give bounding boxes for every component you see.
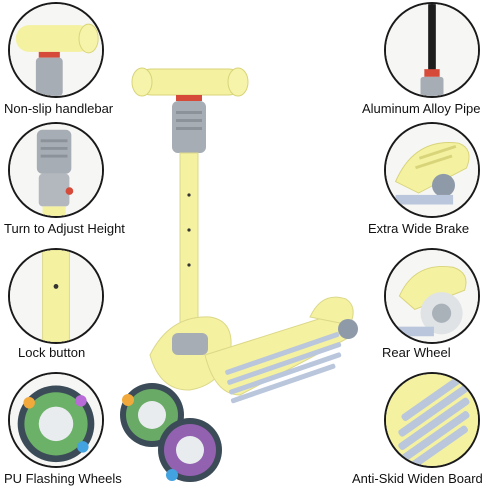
scooter-illustration <box>120 67 358 482</box>
feature-handlebar-circle <box>8 2 104 98</box>
height-adjust-detail-image <box>10 124 102 216</box>
feature-handlebar-label: Non-slip handlebar <box>4 101 114 116</box>
feature-deck-label: Anti-Skid Widen Board <box>352 471 483 486</box>
flashing-wheels-detail-image <box>10 374 102 466</box>
anti-skid-deck-detail-image <box>386 374 478 466</box>
feature-brake-circle <box>384 122 480 218</box>
feature-wheels-circle <box>8 372 104 468</box>
feature-pipe-circle <box>384 2 480 98</box>
handlebar-detail-image <box>10 4 102 96</box>
rear-wheel-detail-image <box>386 250 478 342</box>
feature-wheels-label: PU Flashing Wheels <box>4 471 122 486</box>
feature-brake-label: Extra Wide Brake <box>368 221 470 236</box>
feature-rear-wheel-circle <box>384 248 480 344</box>
feature-rear-wheel-label: Rear Wheel <box>382 345 451 360</box>
feature-height-label: Turn to Adjust Height <box>4 221 125 236</box>
lock-button-detail-image <box>10 250 102 342</box>
feature-lock-label: Lock button <box>18 345 86 360</box>
feature-deck-circle <box>384 372 480 468</box>
aluminum-pipe-detail-image <box>386 4 478 96</box>
brake-detail-image <box>386 124 478 216</box>
feature-pipe-label: Aluminum Alloy Pipe <box>362 101 481 116</box>
feature-lock-circle <box>8 248 104 344</box>
scooter-main-image <box>110 55 370 485</box>
feature-height-circle <box>8 122 104 218</box>
